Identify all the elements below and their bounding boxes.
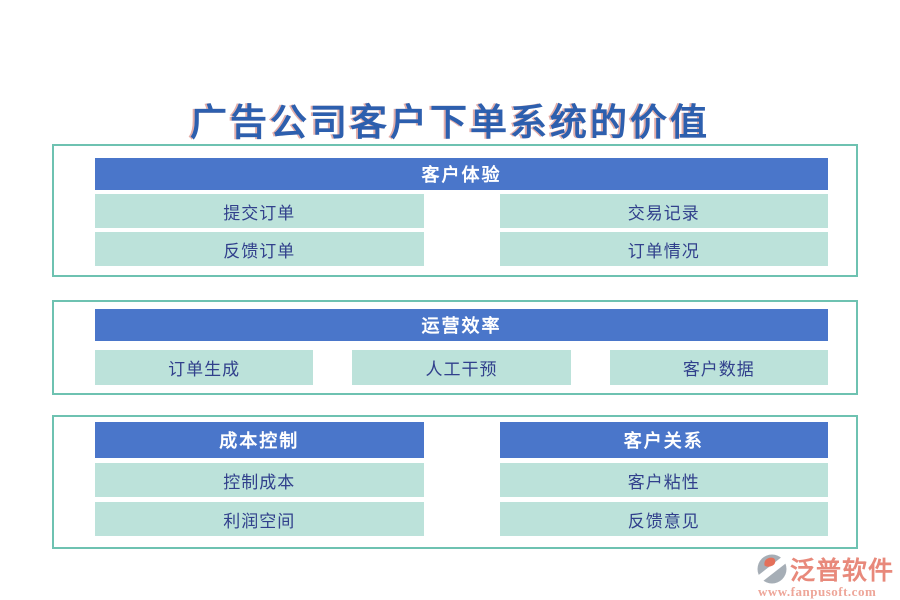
brand-name: 泛普软件 [789,558,894,585]
value-item-submit-order: 提交订单 [95,194,424,228]
group-header-customer-relationship: 客户关系 [499,422,828,458]
value-item-order-generation: 订单生成 [95,350,314,385]
fanpu-logo-icon [755,553,788,585]
value-item-feedback-opinions: 反馈意见 [499,502,828,536]
section-bottom-groups: 成本控制 控制成本 利润空间 客户关系 客户粘性 反馈意见 [52,415,858,549]
brand-watermark: 泛普软件 www.fanpusoft.com [755,551,894,600]
group-header-cost-control: 成本控制 [95,422,424,458]
value-item-feedback-order: 反馈订单 [95,232,424,266]
value-item-customer-stickiness: 客户粘性 [499,463,828,497]
group-customer-relationship: 客户关系 客户粘性 反馈意见 [499,422,828,547]
customer-experience-items: 提交订单 交易记录 反馈订单 订单情况 [95,194,828,266]
value-item-order-status: 订单情况 [499,232,828,266]
value-item-customer-data: 客户数据 [609,350,828,385]
value-item-control-cost: 控制成本 [95,463,424,497]
brand-website: www.fanpusoft.com [757,584,877,599]
group-cost-control: 成本控制 控制成本 利润空间 [95,422,424,547]
section-header-customer-experience: 客户体验 [95,158,828,190]
section-operational-efficiency: 运营效率 订单生成 人工干预 客户数据 [52,300,858,395]
section-header-operational-efficiency: 运营效率 [95,309,828,341]
brand-row: 泛普软件 [755,551,894,587]
value-item-profit-margin: 利润空间 [95,502,424,536]
value-item-manual-intervention: 人工干预 [352,350,571,385]
value-item-transaction-record: 交易记录 [499,194,828,228]
page-title: 广告公司客户下单系统的价值 [190,103,710,144]
section-customer-experience: 客户体验 提交订单 交易记录 反馈订单 订单情况 [52,144,858,277]
operational-efficiency-items: 订单生成 人工干预 客户数据 [95,350,828,385]
